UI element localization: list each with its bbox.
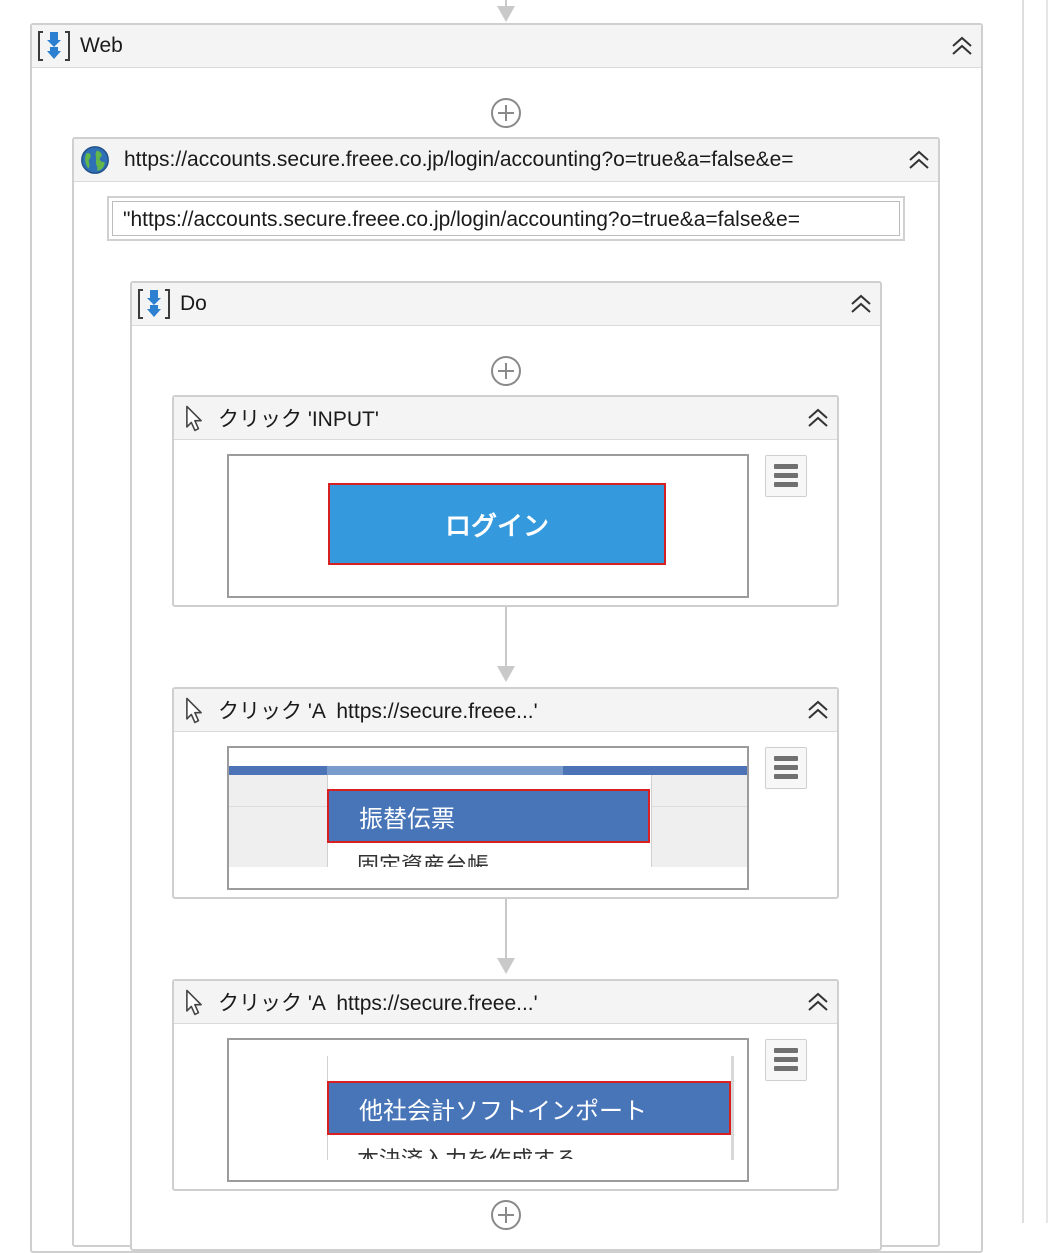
collapse-icon[interactable] (805, 405, 831, 431)
activity-menu-button[interactable] (765, 455, 807, 497)
panel-divider-2 (1046, 0, 1048, 1223)
do-sequence-header[interactable]: Do (132, 283, 880, 326)
cursor-icon (186, 989, 202, 1016)
web-sequence-header[interactable]: Web (32, 25, 981, 68)
menu-next-item: 固定資産台帳 (357, 854, 490, 867)
url-input[interactable]: "https://accounts.secure.freee.co.jp/log… (107, 196, 905, 241)
sequence-icon (38, 31, 70, 61)
activity-menu-button[interactable] (765, 1039, 807, 1081)
sequence-icon (138, 289, 170, 319)
login-button-label: ログイン (444, 511, 549, 542)
add-activity-icon[interactable] (490, 1199, 522, 1231)
menu-item-label: 他社会計ソフトインポート (359, 1096, 647, 1125)
globe-icon (81, 146, 109, 174)
collapse-icon[interactable] (906, 147, 932, 173)
connector-arrow (497, 958, 515, 974)
cursor-icon (186, 697, 202, 724)
activity-menu-button[interactable] (765, 747, 807, 789)
collapse-icon[interactable] (805, 697, 831, 723)
click-activity-title: クリック 'A https://secure.freee...' (218, 700, 538, 723)
cursor-icon (186, 405, 202, 432)
click-activity-link-2[interactable]: クリック 'A https://secure.freee...' 他社会計ソフト… (172, 979, 839, 1191)
menu-next-item: 本決済入力を作成する (357, 1148, 577, 1159)
click-activity-title: クリック 'A https://secure.freee...' (218, 992, 538, 1015)
click-activity-header[interactable]: クリック 'A https://secure.freee...' (174, 981, 837, 1024)
target-screenshot: 他社会計ソフトインポート 本決済入力を作成する (227, 1038, 749, 1182)
click-activity-input[interactable]: クリック 'INPUT' ログイン (172, 395, 839, 607)
add-activity-icon[interactable] (490, 97, 522, 129)
panel-divider (1022, 0, 1024, 1223)
web-sequence-title: Web (80, 34, 123, 57)
login-button-preview: ログイン (328, 483, 666, 565)
collapse-icon[interactable] (848, 291, 874, 317)
connector (505, 607, 507, 667)
menu-item-preview: 振替伝票 (327, 789, 650, 843)
add-activity-icon[interactable] (490, 355, 522, 387)
collapse-icon[interactable] (805, 989, 831, 1015)
click-activity-header[interactable]: クリック 'A https://secure.freee...' (174, 689, 837, 732)
connector-arrow (497, 666, 515, 682)
menu-item-label: 振替伝票 (359, 804, 455, 833)
collapse-icon[interactable] (949, 33, 975, 59)
open-browser-title: https://accounts.secure.freee.co.jp/logi… (124, 148, 794, 171)
top-connector-arrow (497, 6, 515, 22)
click-activity-title: クリック 'INPUT' (218, 408, 379, 431)
top-connector (505, 0, 507, 10)
target-screenshot: 振替伝票 固定資産台帳 (227, 746, 749, 890)
url-input-value: "https://accounts.secure.freee.co.jp/log… (112, 201, 900, 236)
do-sequence-title: Do (180, 292, 207, 315)
click-activity-header[interactable]: クリック 'INPUT' (174, 397, 837, 440)
target-screenshot: ログイン (227, 454, 749, 598)
menu-item-preview: 他社会計ソフトインポート (327, 1081, 731, 1135)
open-browser-header[interactable]: https://accounts.secure.freee.co.jp/logi… (74, 139, 938, 182)
connector (505, 899, 507, 959)
click-activity-link-1[interactable]: クリック 'A https://secure.freee...' 振替伝票 固定… (172, 687, 839, 899)
